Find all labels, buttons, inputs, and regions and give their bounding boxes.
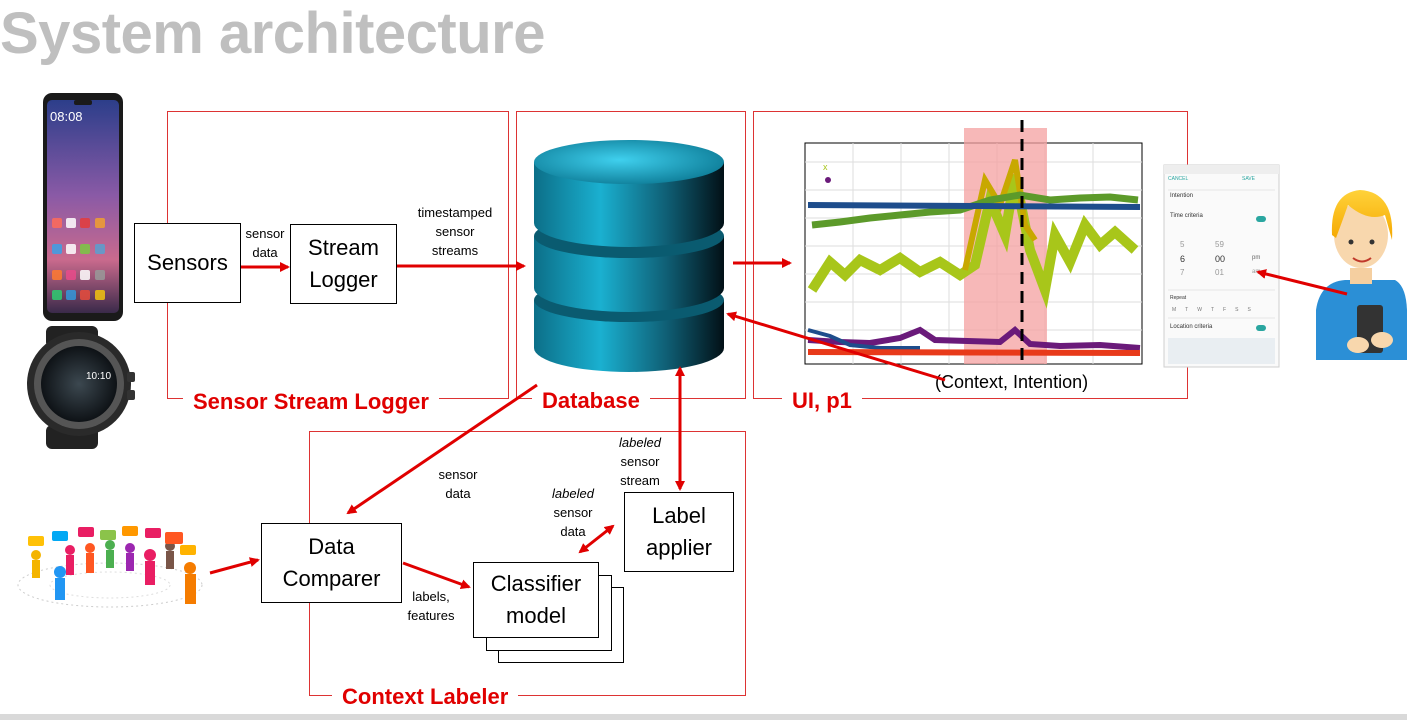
phone-day[interactable]: S: [1247, 307, 1251, 313]
phone-ampm-1: pm: [1252, 255, 1261, 261]
label-applier-box: Label applier: [624, 492, 734, 572]
phone-minute-1: 59: [1215, 240, 1224, 249]
phone-day[interactable]: M: [1172, 307, 1177, 313]
person-icon: [1316, 190, 1407, 360]
timestamped-streams-annotation: timestamped sensor streams: [417, 205, 493, 258]
label-applier-label-line1: Label: [652, 503, 706, 528]
sensors-box: Sensors: [134, 223, 241, 303]
sensor-data-annotation-1: sensor data: [245, 226, 285, 260]
sensor-data-annotation-2: sensor data: [438, 467, 478, 501]
sensors-label: Sensors: [147, 250, 228, 275]
phone-minute-3: 01: [1215, 268, 1224, 277]
database-label: Database: [532, 388, 650, 414]
sensor-stream-logger-label: Sensor Stream Logger: [183, 389, 439, 415]
phone-day[interactable]: T: [1185, 307, 1189, 313]
phone-hour-1: 5: [1180, 240, 1185, 249]
context-labeler-label: Context Labeler: [332, 684, 519, 710]
labels-features-annotation: labels, features: [407, 589, 455, 623]
phone-location-criteria-label: Location criteria: [1170, 324, 1213, 330]
stream-logger-label-line1: Stream: [308, 235, 379, 260]
watch-clock: 10:10: [86, 371, 111, 382]
phone-intention-label: Intention: [1170, 193, 1194, 199]
ui-frame: [753, 111, 1188, 399]
phone-hour-3: 7: [1180, 268, 1185, 277]
phone-time-criteria-label: Time criteria: [1170, 213, 1203, 219]
data-comparer-box: Data Comparer: [261, 523, 402, 603]
stream-logger-label-line2: Logger: [309, 267, 378, 292]
phone-day[interactable]: T: [1210, 307, 1215, 313]
arrow-person-to-phone-ui: [1256, 269, 1348, 296]
context-intention-label: (Context, Intention): [935, 372, 1089, 393]
phone-days-row: M T W T F S S: [1172, 307, 1251, 313]
phone-cancel-button[interactable]: CANCEL: [1168, 176, 1189, 182]
database-frame: [516, 111, 746, 399]
phone-clock: 08:08: [50, 109, 83, 124]
crowd-network-image: [17, 526, 203, 608]
arrow-crowd-to-data-comparer: [209, 557, 260, 575]
ui-label: UI, p1: [782, 388, 862, 414]
phone-hour-2: 6: [1180, 254, 1186, 264]
page-title: System architecture: [0, 1, 545, 66]
phone-ampm-2: am: [1252, 269, 1261, 275]
stream-logger-box: Stream Logger: [290, 224, 397, 304]
phone-repeat-label: Repeat: [1170, 295, 1187, 301]
label-applier-label-line2: applier: [645, 535, 713, 560]
labeled-sensor-data-annotation: labeled sensor data: [552, 486, 594, 539]
data-comparer-label-line1: Data: [308, 534, 355, 559]
classifier-model-label-line1: Classifier: [490, 571, 582, 596]
classifier-model-box: Classifier model: [473, 562, 599, 638]
phone-day[interactable]: W: [1197, 307, 1202, 313]
phone-day[interactable]: S: [1235, 307, 1239, 313]
phone-minute-2: 00: [1215, 254, 1226, 264]
data-comparer-label-line2: Comparer: [282, 566, 381, 591]
classifier-model-label-line2: model: [506, 603, 566, 628]
bottom-bar: [0, 714, 1407, 720]
labeled-sensor-stream-annotation: labeled sensor stream: [619, 435, 661, 488]
phone-save-button[interactable]: SAVE: [1242, 176, 1255, 182]
phone-day[interactable]: F: [1223, 307, 1227, 313]
